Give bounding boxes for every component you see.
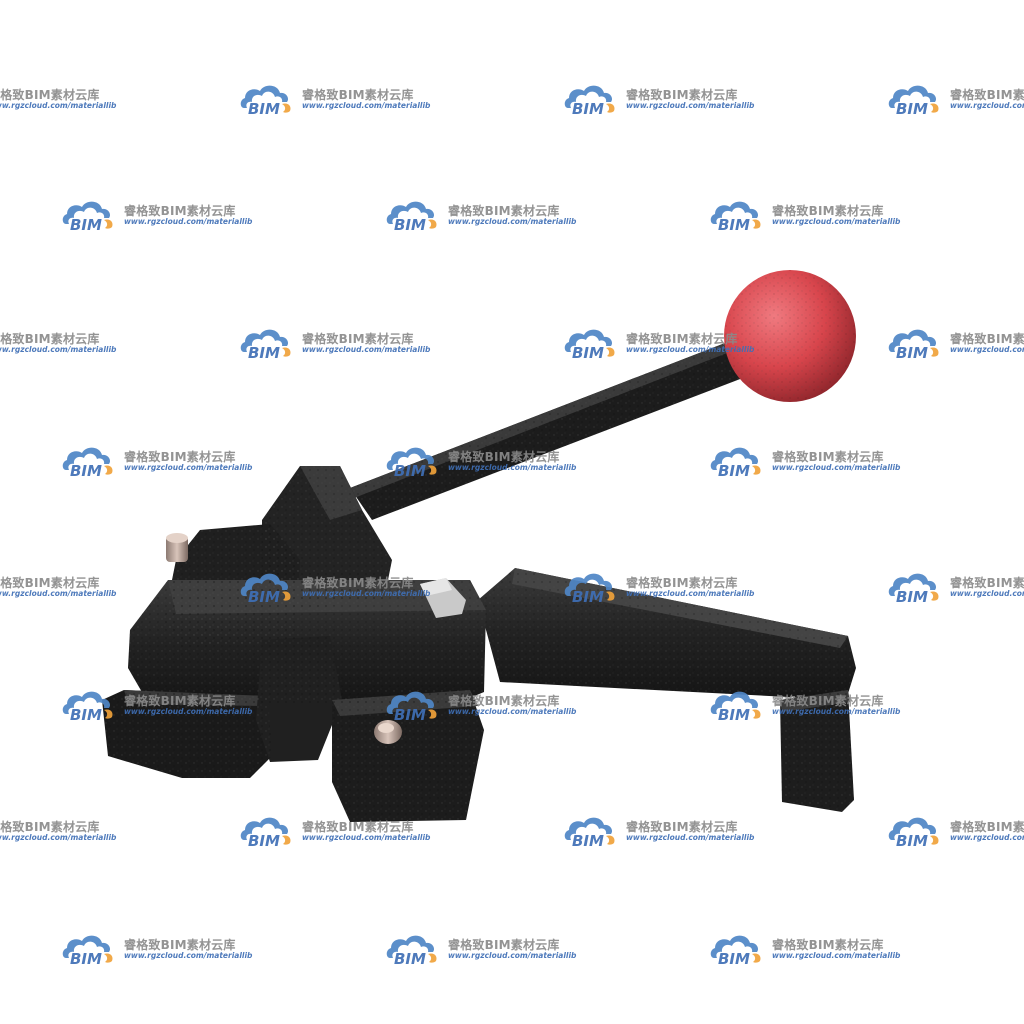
metal-gear <box>420 578 466 618</box>
handle-arm <box>478 568 856 812</box>
red-knob <box>724 270 856 402</box>
lever-arm <box>350 338 748 520</box>
top-pin <box>166 533 188 562</box>
front-pin <box>374 720 402 744</box>
tool-body <box>102 466 486 822</box>
